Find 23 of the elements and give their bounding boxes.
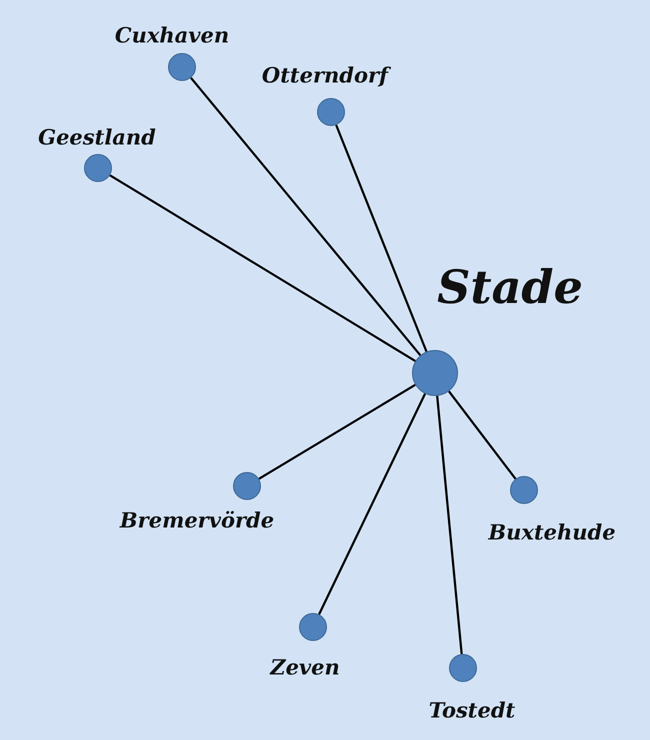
town-label: Geestland [38,124,156,150]
town-label: Tostedt [428,698,516,722]
hub-town-label: Stade [437,260,583,314]
town-circle [299,613,327,641]
connector-line [335,124,428,352]
town-circle [168,53,196,81]
town-circle [317,98,345,126]
town-circle [449,654,477,682]
town-label: Zeven [270,654,340,680]
town-label: Otterndorf [262,62,388,88]
town-label: Bremervörde [120,508,274,532]
town-label: Cuxhaven [114,22,230,48]
connector-line [448,390,516,480]
connector-line [436,396,463,654]
town-label: Buxtehude [488,520,616,544]
town-circle [84,154,112,182]
town-circle [510,476,538,504]
connector-line [109,174,416,362]
connector-line [258,384,416,480]
connector-line [190,77,422,356]
town-circle [233,472,261,500]
connector-line [318,393,426,615]
hub-circle [412,350,458,396]
